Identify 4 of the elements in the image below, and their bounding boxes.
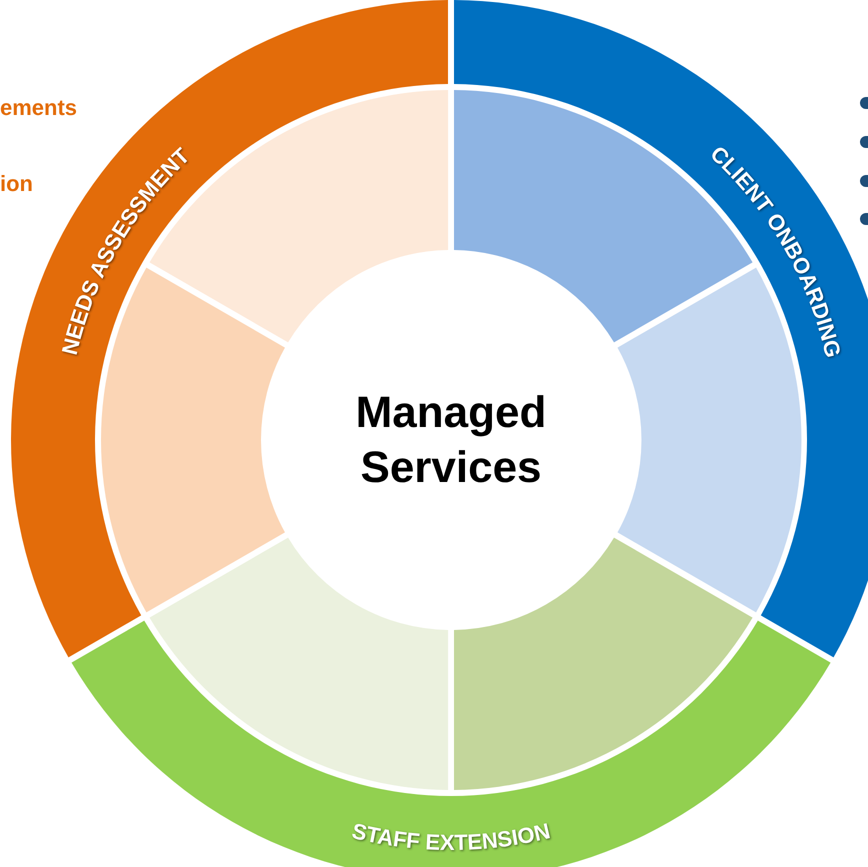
- band-label: STAFF EXTENSION: [350, 818, 552, 856]
- center-title: Managed Services: [354, 387, 548, 494]
- list-text: ements: [0, 95, 78, 121]
- list-text: ion: [0, 171, 33, 197]
